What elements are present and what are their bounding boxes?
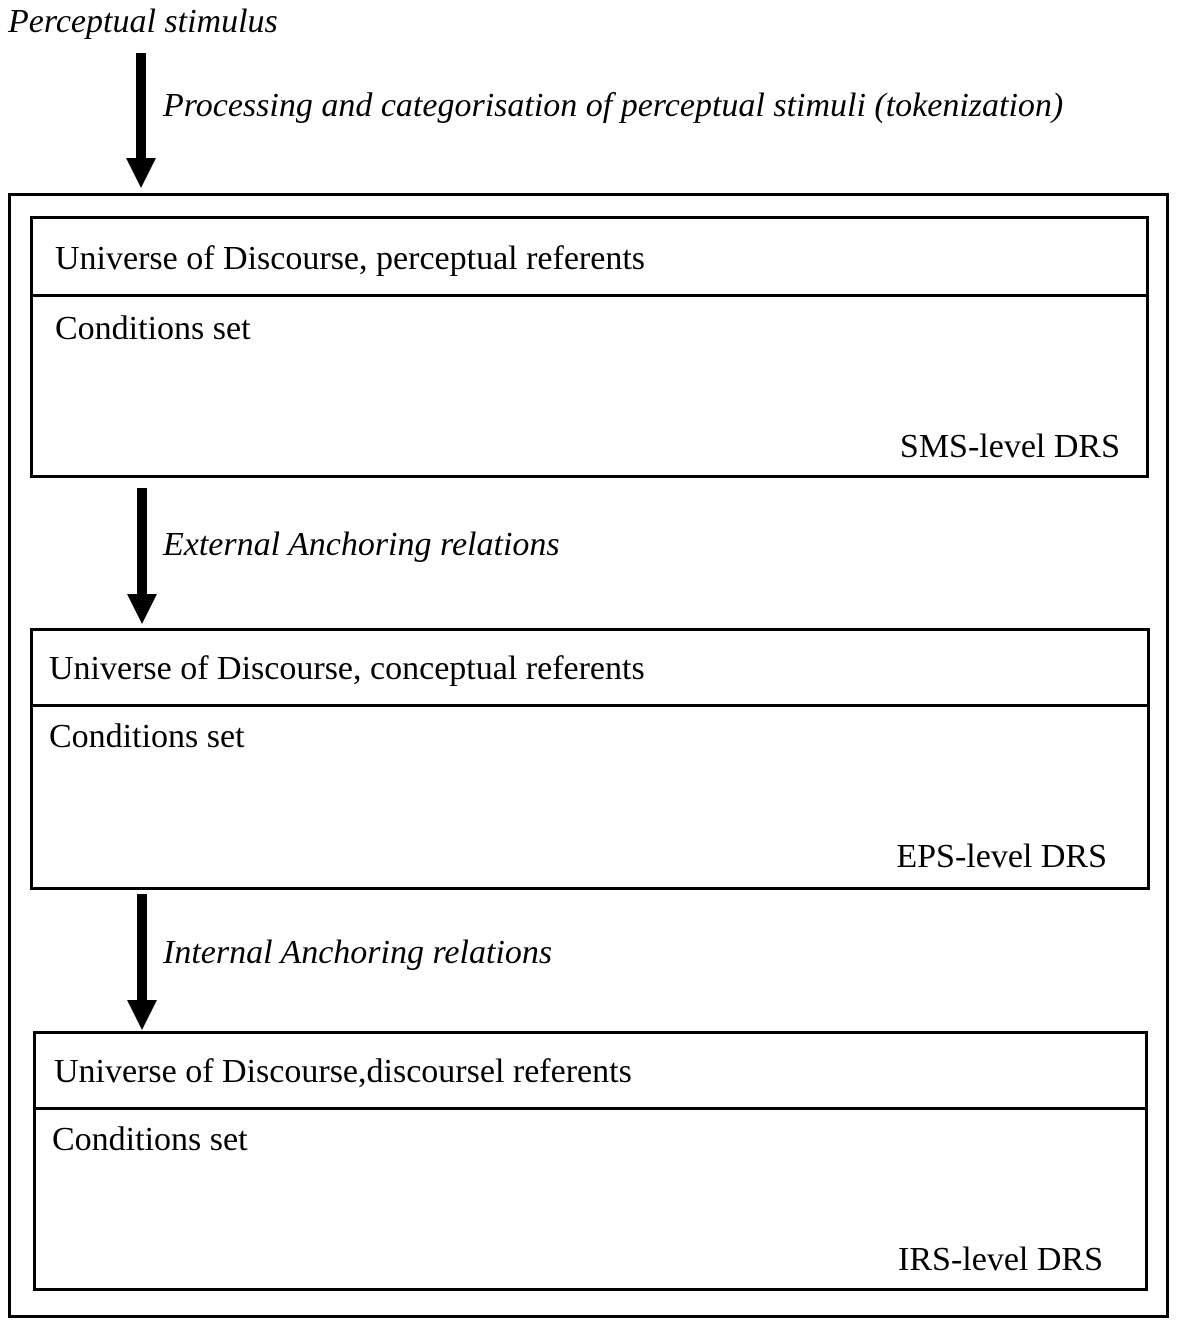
conditions-label: Conditions set [52, 1121, 248, 1158]
level-label: EPS-level DRS [896, 838, 1107, 875]
universe-row: Universe of Discourse, conceptual refere… [33, 631, 1147, 707]
drs-box-eps: Universe of Discourse, conceptual refere… [30, 628, 1150, 890]
level-label: IRS-level DRS [898, 1241, 1103, 1278]
down-arrow-icon [127, 894, 157, 1030]
arrow-label-external: External Anchoring relations [163, 526, 560, 563]
universe-label: Universe of Discourse, perceptual refere… [55, 240, 646, 277]
outer-frame [8, 193, 1169, 1318]
down-arrow-icon [126, 53, 156, 188]
drs-box-sms: Universe of Discourse, perceptual refere… [30, 216, 1149, 478]
conditions-label: Conditions set [49, 718, 245, 755]
down-arrow-icon [127, 488, 157, 624]
universe-label: Universe of Discourse,discoursel referen… [54, 1053, 632, 1090]
universe-label: Universe of Discourse, conceptual refere… [49, 650, 645, 687]
arrow-label-internal: Internal Anchoring relations [163, 934, 553, 971]
top-label: Perceptual stimulus [8, 3, 278, 40]
conditions-label: Conditions set [55, 310, 251, 347]
universe-row: Universe of Discourse,discoursel referen… [36, 1034, 1145, 1110]
universe-row: Universe of Discourse, perceptual refere… [33, 219, 1146, 297]
arrow-label-tokenization: Processing and categorisation of percept… [163, 87, 1064, 124]
drs-box-irs: Universe of Discourse,discoursel referen… [33, 1031, 1148, 1291]
level-label: SMS-level DRS [899, 428, 1120, 465]
